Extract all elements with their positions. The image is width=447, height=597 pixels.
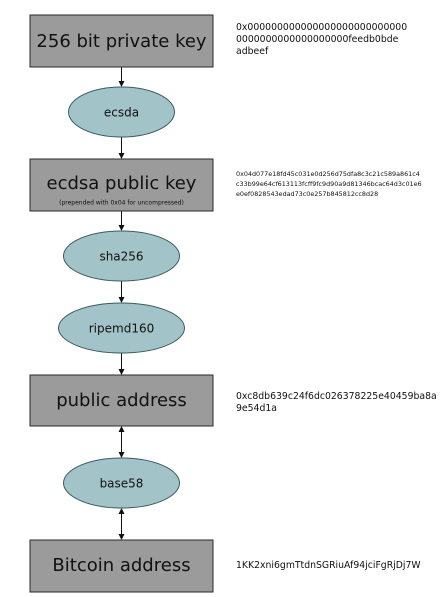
base58-label: base58 bbox=[100, 477, 144, 491]
edge-ecsda-to-public-key bbox=[118, 137, 125, 159]
private-key-box: 256 bit private key bbox=[29, 14, 214, 68]
private-key-value-line: 0000000000000000000feedb0bde bbox=[236, 34, 399, 45]
private-key-value-line: 0x000000000000000000000000000 bbox=[236, 22, 407, 33]
bitcoin-address-value-line: 1KK2xni6gmTtdnSGRiuAf94jciFgRjDj7W bbox=[236, 560, 421, 571]
public-address-box: public address bbox=[29, 374, 214, 427]
private-key-label: 256 bit private key bbox=[36, 31, 207, 52]
public-address-label: public address bbox=[56, 390, 187, 411]
private-key-value: 0x000000000000000000000000000 0000000000… bbox=[236, 22, 407, 57]
ecsda-node: ecsda bbox=[68, 86, 175, 138]
edge-sha256-to-ripemd160 bbox=[118, 281, 125, 303]
public-key-label: ecdsa public key bbox=[47, 173, 197, 194]
bitcoin-address-value: 1KK2xni6gmTtdnSGRiuAf94jciFgRjDj7W bbox=[236, 560, 421, 571]
edge-public-address-to-base58 bbox=[118, 426, 125, 458]
bitcoin-address-box: Bitcoin address bbox=[29, 539, 214, 593]
edge-private-key-to-ecsda bbox=[118, 67, 125, 87]
public-address-value-line: 0xc8db639c24f6dc026378225e40459ba8a bbox=[236, 391, 437, 402]
sha256-label: sha256 bbox=[99, 250, 143, 264]
edge-ripemd160-to-public-address bbox=[118, 353, 125, 375]
ripemd160-node: ripemd160 bbox=[58, 302, 185, 354]
public-key-value: 0x04d077e18fd45c031e0d256d75dfa8c3c21c58… bbox=[236, 170, 422, 198]
public-key-value-line: 0x04d077e18fd45c031e0d256d75dfa8c3c21c58… bbox=[236, 170, 420, 178]
public-key-sublabel: (prepended with 0x04 for uncompressed) bbox=[59, 200, 184, 207]
edge-public-key-to-sha256 bbox=[118, 211, 125, 231]
public-key-box: ecdsa public key (prepended with 0x04 fo… bbox=[29, 158, 214, 212]
bitcoin-address-label: Bitcoin address bbox=[52, 555, 190, 576]
public-address-value-line: 9e54d1a bbox=[236, 403, 277, 414]
private-key-value-line: adbeef bbox=[236, 46, 269, 57]
edge-base58-to-bitcoin-address bbox=[118, 508, 125, 540]
sha256-node: sha256 bbox=[63, 230, 180, 282]
public-key-value-line: c33b99e64cf613113fcff9fc9d90a9d81346bcac… bbox=[236, 180, 422, 188]
base58-node: base58 bbox=[63, 457, 180, 509]
public-key-value-line: e0ef0828543edad73c0e257b845812cc8d28 bbox=[236, 190, 378, 198]
ripemd160-label: ripemd160 bbox=[89, 322, 154, 336]
ecsda-label: ecsda bbox=[104, 106, 139, 120]
public-address-value: 0xc8db639c24f6dc026378225e40459ba8a 9e54… bbox=[236, 391, 437, 414]
